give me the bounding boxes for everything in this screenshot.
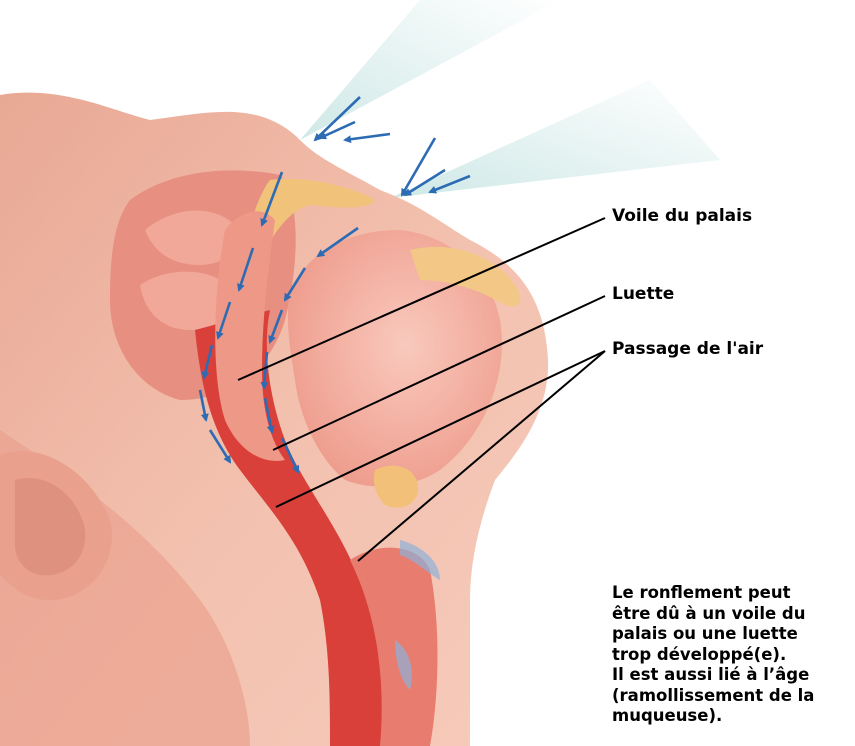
- label-airway: Passage de l'air: [612, 339, 763, 359]
- caption-line: Le ronflement peut: [612, 583, 852, 604]
- air-stream-mouth: [390, 80, 720, 198]
- label-soft-palate: Voile du palais: [612, 206, 752, 226]
- caption-line: être dû à un voile du: [612, 604, 852, 625]
- air-stream-nose: [300, 0, 560, 140]
- caption-line: trop développé(e).: [612, 645, 852, 666]
- caption-line: muqueuse).: [612, 706, 852, 727]
- caption-line: (ramollissement de la: [612, 686, 852, 707]
- airflow-arrow: [345, 134, 390, 140]
- caption-line: Il est aussi lié à l’âge: [612, 665, 852, 686]
- caption-line: palais ou une luette: [612, 624, 852, 645]
- label-uvula: Luette: [612, 284, 674, 304]
- caption-text: Le ronflement peut être dû à un voile du…: [612, 583, 852, 727]
